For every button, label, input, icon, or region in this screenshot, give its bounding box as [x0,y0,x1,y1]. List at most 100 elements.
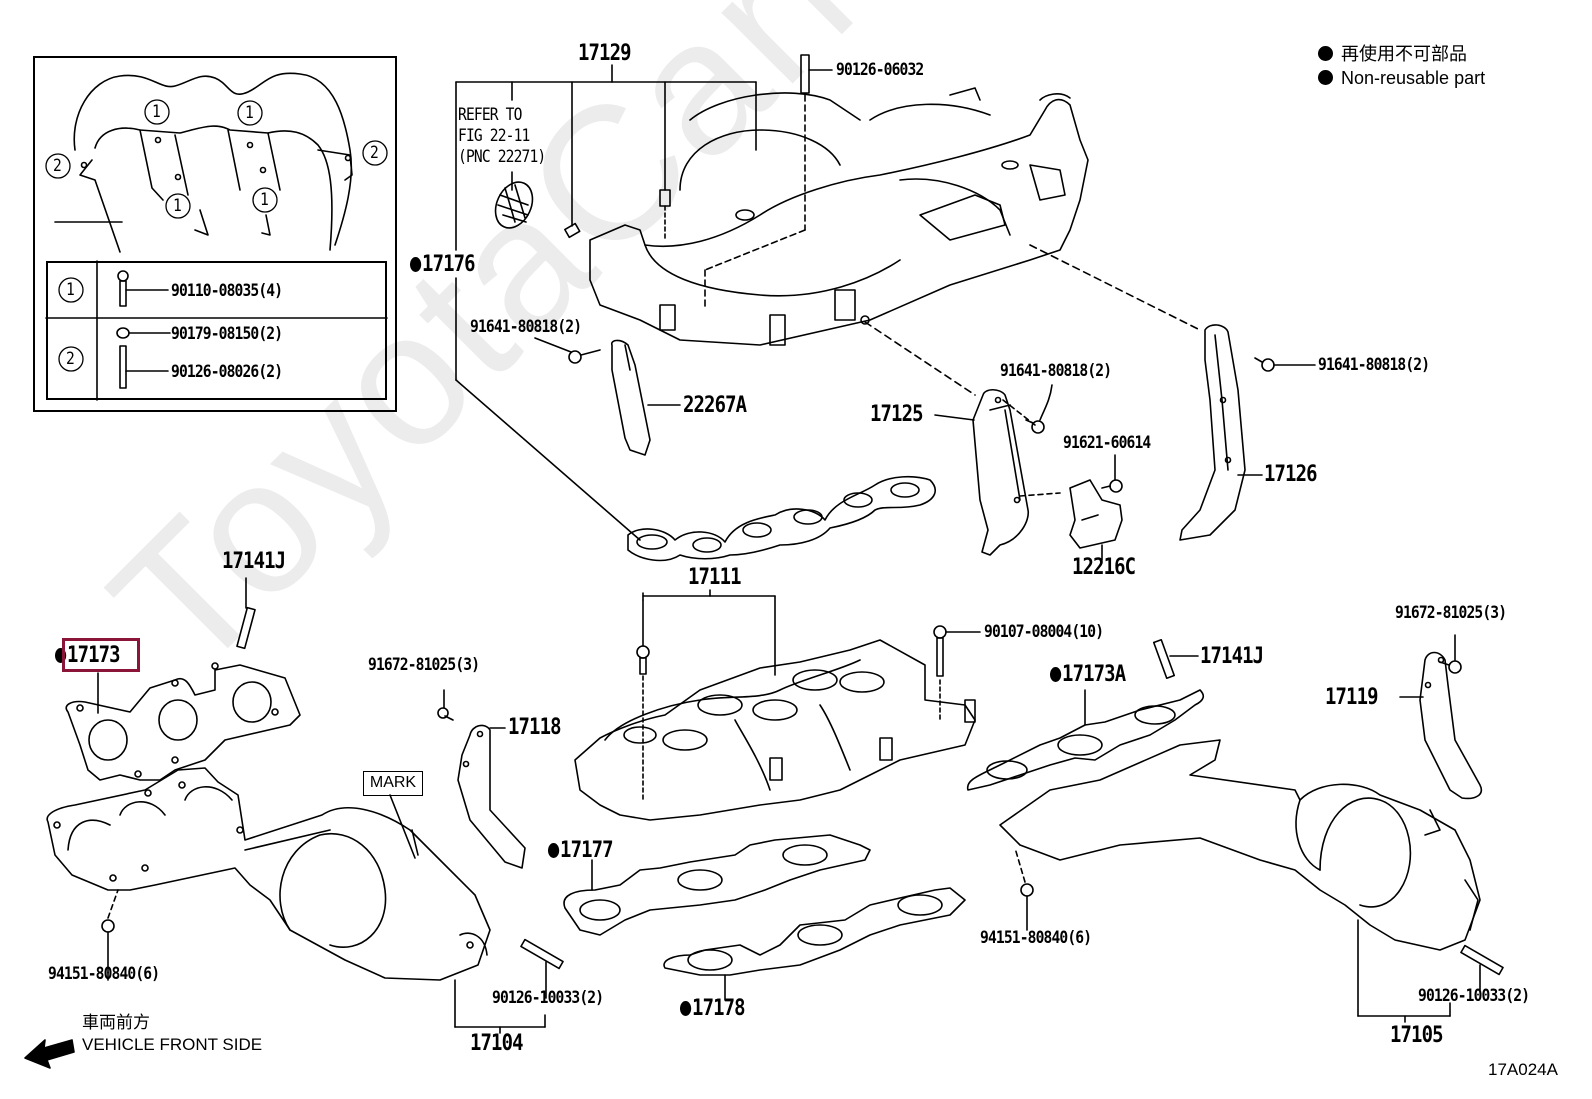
bolt-icon [636,599,650,801]
part-label-17126[interactable]: 17126 [1264,462,1318,487]
bolt-icon [1439,634,1462,674]
bolt-icon [534,337,601,364]
part-label-94151-80840[interactable]: 94151-80840(6) [48,964,160,984]
part-label-17173[interactable]: 17173 [55,645,121,667]
part-label-17125[interactable]: 17125 [870,402,924,427]
mark-leader [389,794,416,859]
inset-part-label[interactable]: 90126-08026(2) [171,362,283,382]
inset-table-key-1: 1 [66,280,75,300]
nut-icon [116,327,171,339]
inset-callout-1: 1 [173,196,182,216]
bracket-17126-drawing [1179,324,1263,541]
inset-fastener-table [46,261,387,400]
stud-icon [704,54,833,311]
callout-circle [45,153,71,179]
part-label-17141J[interactable]: 17141J [1200,644,1264,669]
inset-detail-box [33,56,397,412]
vehicle-front-indicator: 車両前方 VEHICLE FRONT SIDE [82,1012,262,1056]
non-reusable-dot-icon [1318,70,1333,85]
part-label-17129[interactable]: 17129 [578,41,632,66]
non-reusable-dot-icon [548,843,560,858]
legend-item: Non-reusable part [1318,66,1485,90]
inset-callout-2: 2 [53,156,62,176]
part-label-17173A[interactable]: 17173A [1050,664,1126,686]
gasket-17178-drawing [663,887,966,1001]
part-label-17141J[interactable]: 17141J [222,549,286,574]
part-label-90107-08004[interactable]: 90107-08004(10) [984,622,1104,642]
bolt-icon [117,270,169,307]
part-label-91672-81025[interactable]: 91672-81025(3) [1395,603,1507,623]
plug-icon [564,222,581,239]
front-label-en: VEHICLE FRONT SIDE [82,1035,263,1054]
exhaust-manifold-17105-drawing [999,739,1481,1023]
inset-part-label[interactable]: 90179-08150(2) [171,324,283,344]
part-label-90126-10033[interactable]: 90126-10033(2) [1418,986,1530,1006]
inset-part-label[interactable]: 90110-08035(4) [171,281,283,301]
nut-icon [1014,847,1034,931]
bolt-icon [1101,454,1123,493]
bracket-17125-drawing [934,388,1061,556]
bracket-22267A-drawing [610,339,681,456]
part-label-17119[interactable]: 17119 [1325,685,1379,710]
bolt-icon [1025,384,1053,434]
stud-icon [1152,638,1199,680]
part-label-91621-60614[interactable]: 91621-60614 [1063,433,1151,453]
bolt-icon [437,689,454,721]
part-label-91641-80818[interactable]: 91641-80818(2) [1000,361,1112,381]
non-reusable-dot-icon [1050,667,1062,682]
part-label-91641-80818[interactable]: 91641-80818(2) [1318,355,1430,375]
exhaust-manifold-17104-drawing [46,767,546,1034]
part-label-94151-80840[interactable]: 94151-80840(6) [980,928,1092,948]
gasket-17173-drawing [65,662,301,781]
dashed-guide [1029,244,1201,331]
stud-icon [236,577,256,650]
front-arrow-icon [24,1039,75,1069]
inset-callout-1: 1 [260,190,269,210]
inset-callout-2: 2 [370,143,379,163]
part-label-17178[interactable]: 17178 [680,998,746,1020]
part-label-90126-10033[interactable]: 90126-10033(2) [492,988,604,1008]
inset-table-key-2: 2 [66,349,75,369]
part-label-17176[interactable]: 17176 [410,254,476,276]
stud-icon [119,345,169,389]
callout-circle [252,187,278,213]
callout-circle [237,100,263,126]
part-label-17111[interactable]: 17111 [688,565,742,590]
non-reusable-dot-icon [1318,46,1333,61]
part-label-90126-06032[interactable]: 90126-06032 [836,60,924,80]
part-label-12216C[interactable]: 12216C [1072,555,1136,580]
part-label-22267A[interactable]: 22267A [683,393,747,418]
cap-icon [659,189,671,241]
intake-plenum-drawing [589,87,1089,346]
refer-note-line: FIG 22-11 [458,126,530,146]
intake-manifold-17111-drawing [574,589,976,821]
stud-icon [1460,944,1504,991]
non-reusable-dot-icon [680,1001,692,1016]
inset-callout-1: 1 [245,103,254,123]
mark-label: MARK [363,771,423,796]
gasket-17176-drawing [627,475,936,562]
callout-circle [362,140,388,166]
leader-17129 [455,64,757,541]
part-label-17105[interactable]: 17105 [1390,1023,1444,1048]
inset-callout-1: 1 [152,102,161,122]
callout-circle [144,99,170,125]
screen-mesh-icon [494,181,534,229]
callout-circle [165,193,191,219]
bolt-icon [933,625,981,721]
bolt-icon [1254,357,1316,372]
part-label-91641-80818[interactable]: 91641-80818(2) [470,317,582,337]
heat-insulator-12216C-drawing [1069,479,1123,561]
callout-circle [58,346,84,372]
non-reusable-dot-icon [410,257,422,272]
nut-icon [101,889,119,981]
gasket-17177-drawing [563,834,871,936]
part-label-91672-81025[interactable]: 91672-81025(3) [368,655,480,675]
part-label-17118[interactable]: 17118 [508,715,562,740]
part-label-17104[interactable]: 17104 [470,1031,524,1056]
legend: 再使用不可部品 Non-reusable part [1318,42,1485,90]
part-label-17177[interactable]: 17177 [548,840,614,862]
